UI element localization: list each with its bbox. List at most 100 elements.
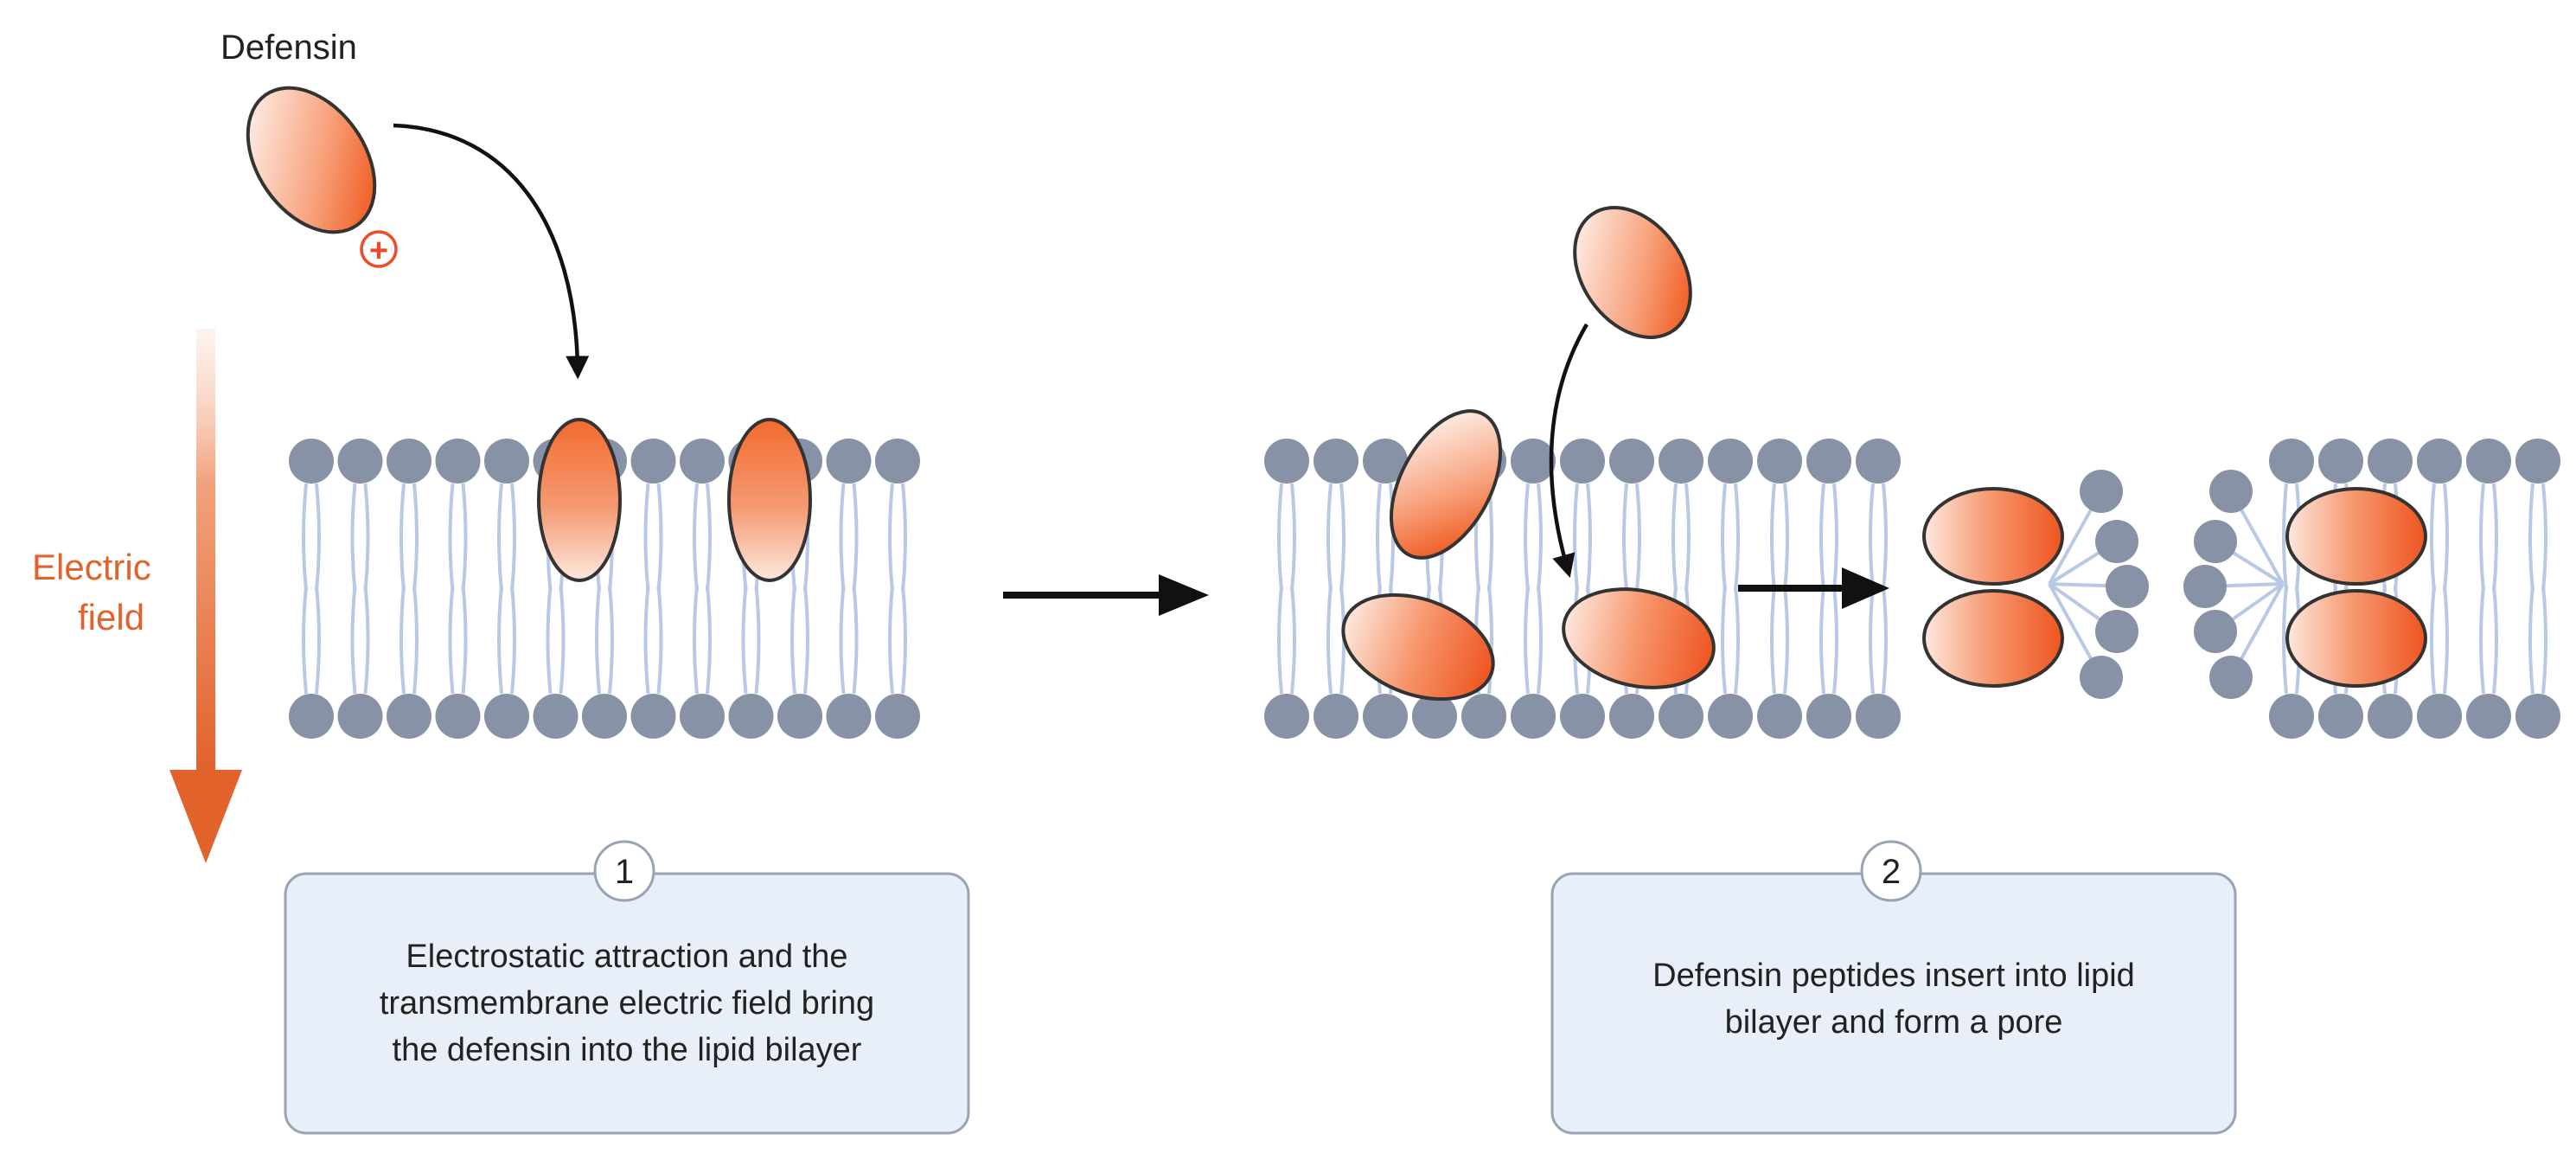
lipid-tail <box>1326 585 1346 695</box>
step-1-box: 1 Electrostatic attraction and the trans… <box>284 840 970 1135</box>
step-1-number-badge <box>593 840 655 902</box>
lipid-head <box>533 694 578 739</box>
lipid-head <box>2417 694 2462 739</box>
lipid-tail <box>693 483 712 593</box>
falling-defensin <box>1573 206 1692 339</box>
lipid-tail <box>1326 483 1346 593</box>
lipid-head <box>1461 694 1506 739</box>
electric-field-arrow-icon <box>169 329 242 863</box>
lipid-head <box>826 694 872 739</box>
lipid-tail <box>839 585 859 695</box>
lipid-head <box>680 439 725 484</box>
lipid-tail <box>693 585 712 695</box>
lipid-tail <box>595 585 614 695</box>
tilted-defensin-upper <box>1389 409 1503 560</box>
lipid-tail <box>497 483 516 593</box>
lipid-tail <box>1721 483 1740 593</box>
step-2-box: 2 Defensin peptides insert into lipid bi… <box>1550 840 2237 1135</box>
approach-arrow-1-icon <box>393 123 590 380</box>
lipid-head <box>2095 610 2138 653</box>
positive-charge-icon: + <box>360 230 398 269</box>
lipid-tail <box>1524 483 1543 593</box>
lipid-tail <box>1819 483 1838 593</box>
lipid-head <box>1314 694 1358 739</box>
tilted-defensin-lower <box>1341 593 1495 702</box>
lipid-tail <box>448 483 468 593</box>
step-2-line-1: Defensin peptides insert into lipid <box>1652 958 2135 994</box>
lipid-tail <box>643 585 663 695</box>
lipid-head <box>2183 565 2227 608</box>
lipid-tail <box>2479 483 2498 593</box>
lipid-tail <box>400 585 419 695</box>
lipid-head <box>435 694 481 739</box>
lipid-head <box>2106 565 2149 608</box>
lipid-head <box>2095 520 2138 563</box>
lipid-tail <box>546 585 566 695</box>
lipid-tail <box>1376 483 1395 593</box>
inserted-defensin-1a <box>537 418 622 582</box>
lipid-head <box>1511 439 1556 484</box>
lipid-head <box>484 694 529 739</box>
lipid-head <box>2209 470 2253 513</box>
lipid-tail <box>888 585 907 695</box>
lipid-head <box>1363 694 1408 739</box>
electric-field-label-line1: Electric <box>32 547 151 587</box>
pore-defensin-right-bottom <box>2285 589 2427 688</box>
step-2-number-badge <box>1860 840 1922 902</box>
lipid-head <box>1511 694 1556 739</box>
step-1-number: 1 <box>615 853 634 891</box>
lipid-head <box>387 694 431 739</box>
step-2-number: 2 <box>1882 853 1901 891</box>
lipid-head <box>680 694 725 739</box>
lipid-head <box>1314 439 1358 484</box>
lipid-head <box>2269 694 2314 739</box>
lipid-tail <box>790 585 809 695</box>
lipid-head <box>1264 694 1309 739</box>
lipid-head <box>2515 439 2560 484</box>
pore-defensin-left-top <box>1922 487 2064 586</box>
lipid-head <box>289 439 334 484</box>
lipid-head <box>1659 694 1703 739</box>
lipid-tail <box>1622 483 1641 593</box>
lipid-tail <box>1672 483 1691 593</box>
lipid-head <box>630 694 676 739</box>
lipid-head <box>2466 694 2511 739</box>
lipid-tail <box>2479 585 2498 695</box>
lipid-head <box>289 694 334 739</box>
lipid-head <box>1659 439 1703 484</box>
lipid-tail <box>1573 483 1592 593</box>
step-1-line-1: Electrostatic attraction and the <box>406 939 847 975</box>
lipid-head <box>2368 694 2413 739</box>
lipid-head <box>2209 656 2253 699</box>
lipid-head <box>1560 694 1605 739</box>
approach-arrow-2-icon <box>1549 323 1588 578</box>
lipid-tail <box>888 483 907 593</box>
lipid-tail <box>302 585 321 695</box>
lipid-head <box>337 694 383 739</box>
pore-formation-arrow-icon <box>1738 567 1889 609</box>
lipid-head <box>2080 470 2123 513</box>
pore-defensin-right-top <box>2285 487 2427 586</box>
lipid-head <box>875 439 920 484</box>
lipid-tail <box>1819 585 1838 695</box>
lipid-tail <box>839 483 859 593</box>
lipid-tail <box>1721 585 1740 695</box>
step-1-line-3: the defensin into the lipid bilayer <box>393 1032 862 1068</box>
pore-defensin-left-bottom <box>1922 589 2064 688</box>
lipid-head <box>2515 694 2560 739</box>
lipid-tail <box>643 483 663 593</box>
electric-field-label-line2: field <box>78 597 144 637</box>
lipid-head <box>1806 694 1851 739</box>
lipid-head <box>2318 694 2363 739</box>
lipid-head <box>1560 439 1605 484</box>
lipid-head <box>875 694 920 739</box>
lipid-tail <box>2430 585 2449 695</box>
lipid-head <box>2194 610 2237 653</box>
lipid-head <box>2417 439 2462 484</box>
lipid-tail <box>2430 483 2449 593</box>
lipid-head <box>2466 439 2511 484</box>
lipid-tail <box>497 585 516 695</box>
lipid-head <box>2368 439 2413 484</box>
free-defensin-peptide <box>246 86 377 234</box>
